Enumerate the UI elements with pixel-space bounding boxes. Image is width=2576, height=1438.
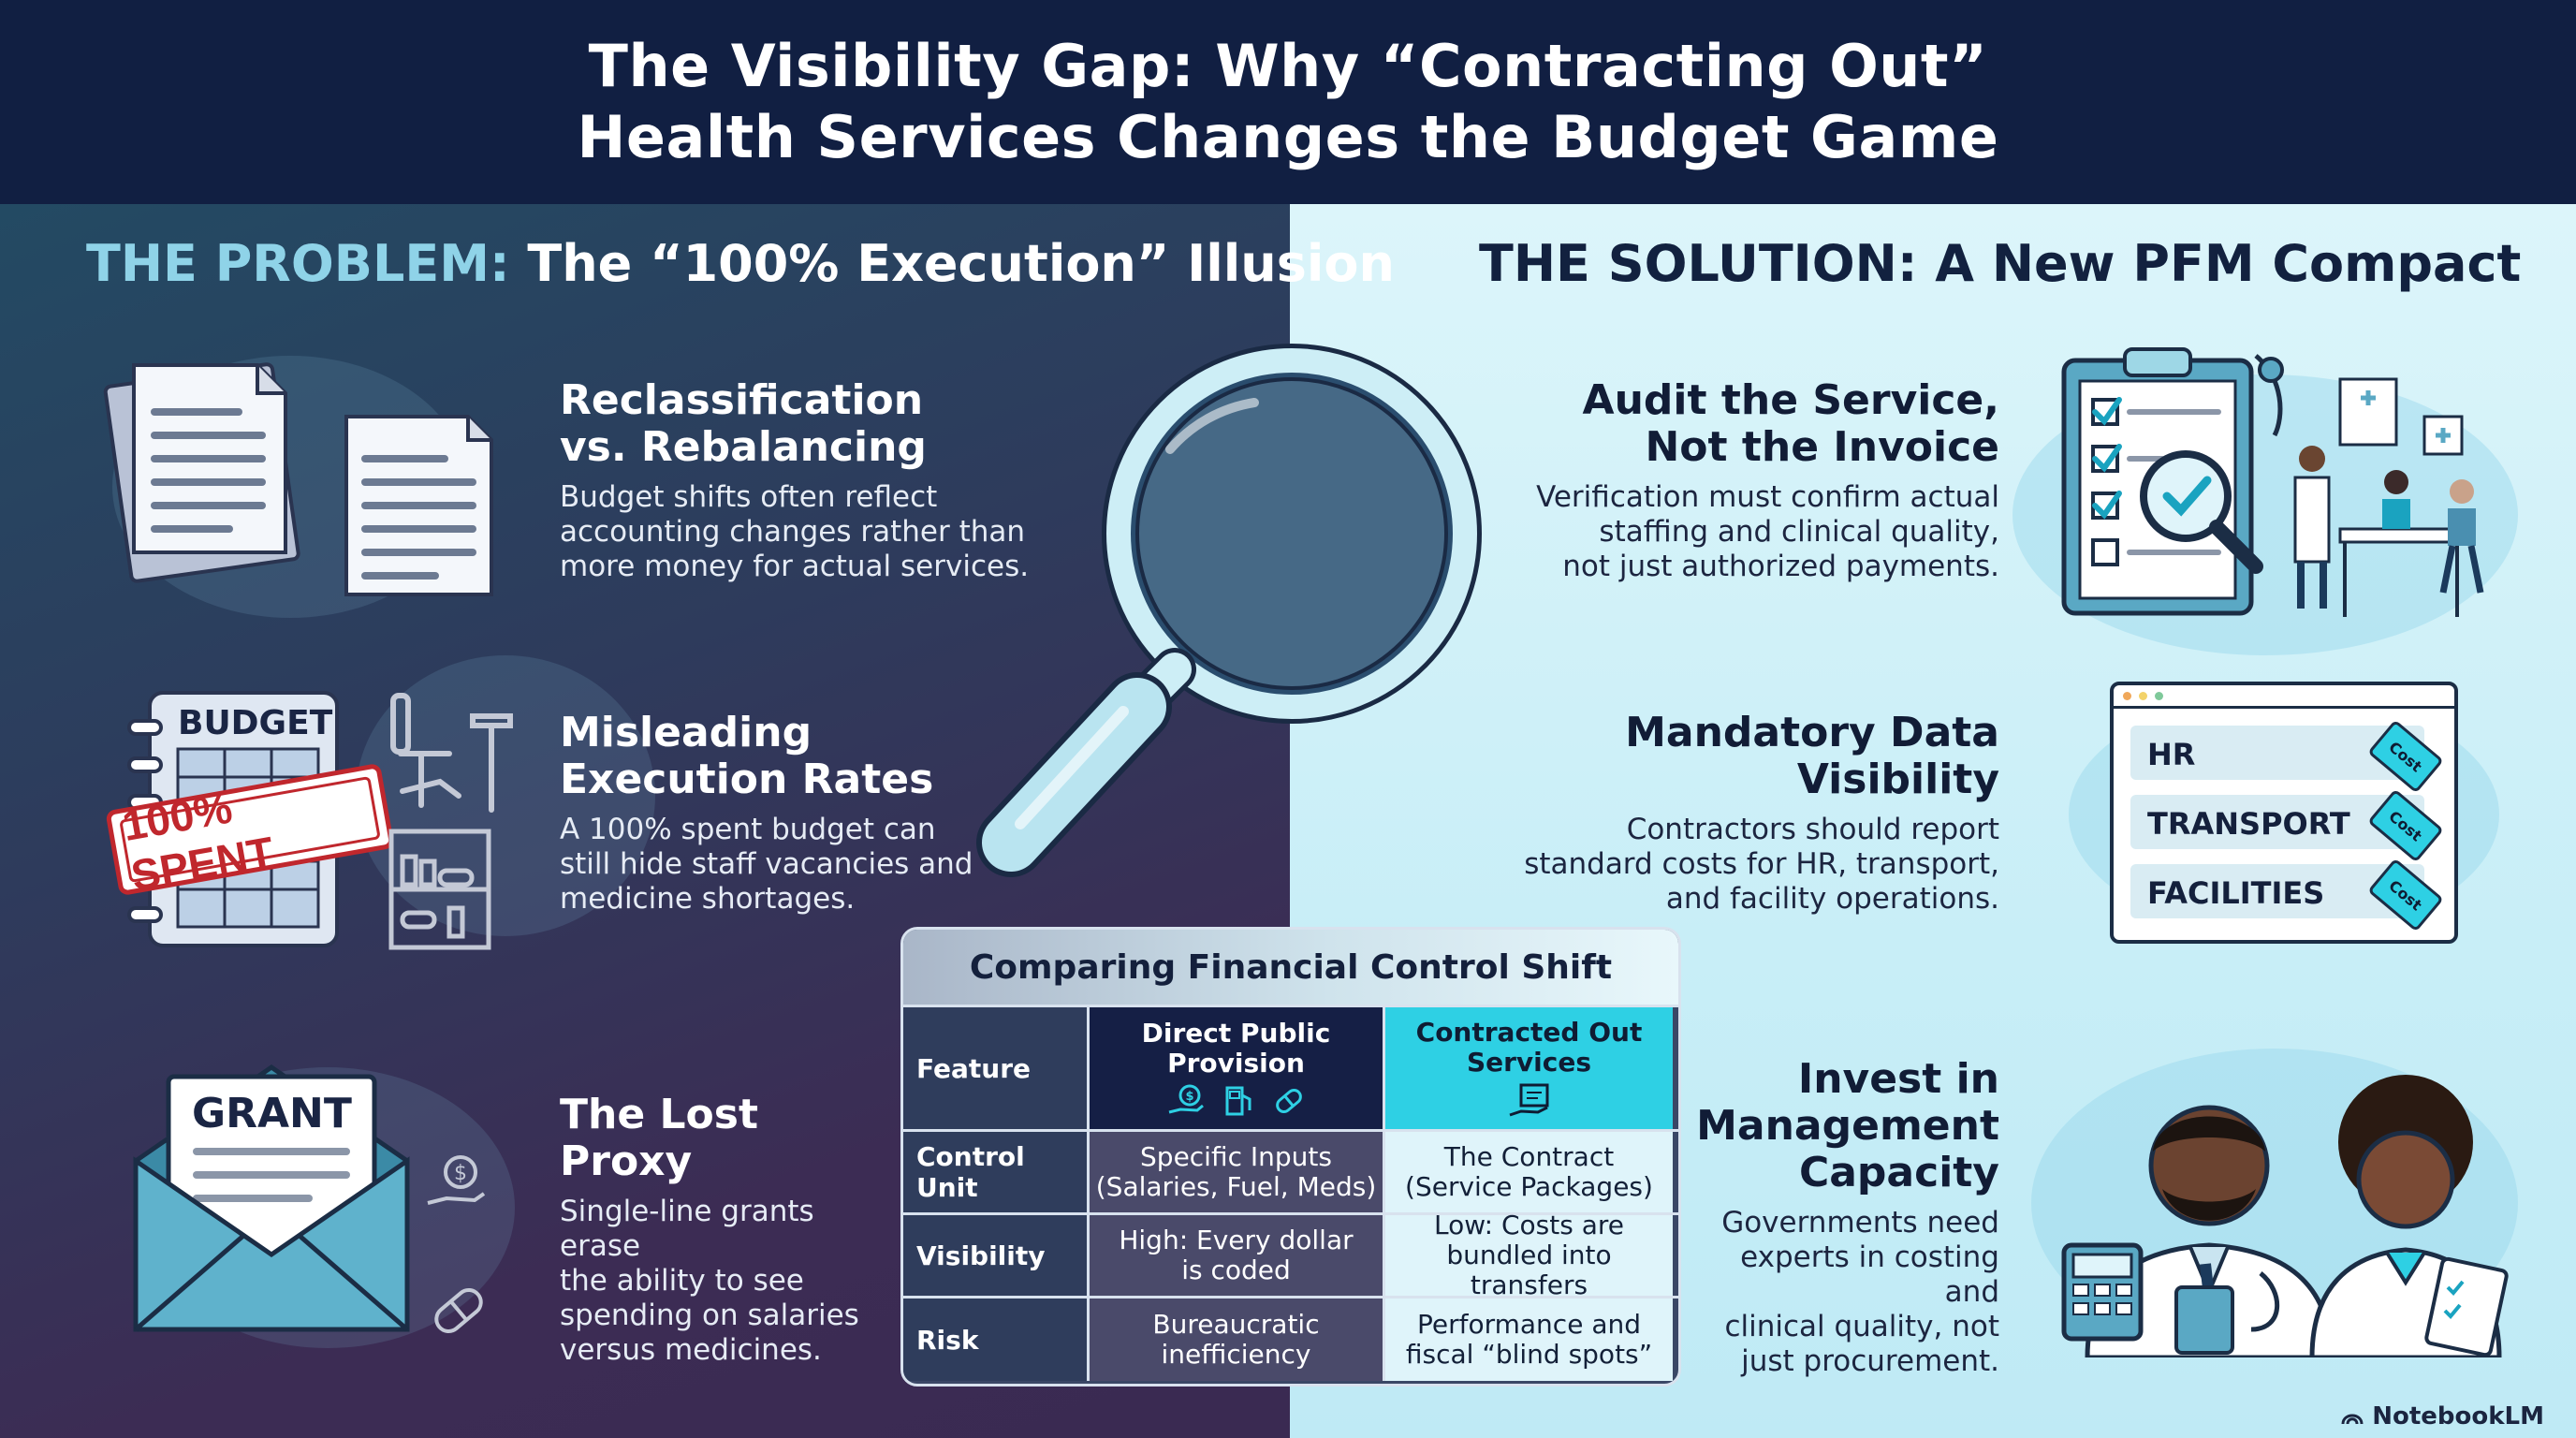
window-titlebar — [2114, 685, 2454, 709]
grant-label: GRANT — [192, 1090, 352, 1137]
table-header-contract: Contracted Out Services — [1383, 1007, 1673, 1129]
documents-icon — [103, 362, 493, 596]
table-cell-feature: Control Unit — [903, 1132, 1087, 1212]
table-header-row: Feature Direct Public Provision $ Contra… — [903, 1005, 1678, 1129]
window-dot-icon — [2123, 691, 2131, 700]
cost-row-facilities: FACILITIES Cost — [2130, 858, 2444, 932]
contract-hand-icon — [1509, 1083, 1548, 1117]
table-header-direct: Direct Public Provision $ — [1087, 1007, 1383, 1129]
budget-label: BUDGET — [178, 704, 333, 742]
cost-row-transport: TRANSPORT Cost — [2130, 788, 2444, 863]
problem-heading-text: The “100% Execution” Illusion — [527, 234, 1395, 293]
solution-item-audit: Audit the Service,Not the Invoice Verifi… — [1460, 377, 1999, 584]
solution-heading: THE SOLUTION: A New PFM Compact — [1479, 234, 2522, 293]
comparison-table: Comparing Financial Control Shift Featur… — [900, 927, 1681, 1387]
problem-item-title: The Lost Proxy — [560, 1091, 758, 1185]
table-title: Comparing Financial Control Shift — [903, 930, 1678, 1005]
table-row: Control Unit Specific Inputs(Salaries, F… — [903, 1129, 1678, 1212]
grant-envelope-icon — [133, 1064, 410, 1332]
notebooklm-logo-icon — [2341, 1414, 2364, 1425]
cost-row-label: TRANSPORT — [2147, 806, 2350, 842]
dollar-hand-icon: $ — [1168, 1084, 1204, 1114]
pill-icon — [434, 1288, 483, 1333]
fuel-pump-icon — [1225, 1086, 1251, 1116]
svg-text:$: $ — [1185, 1090, 1193, 1104]
magnifying-glass-icon — [976, 344, 1482, 877]
svg-text:$: $ — [454, 1162, 467, 1185]
cost-row-label: HR — [2147, 737, 2196, 772]
window-dot-icon — [2139, 691, 2147, 700]
problem-heading-accent: THE PROBLEM: — [86, 234, 510, 293]
brand-name: NotebookLM — [2372, 1402, 2544, 1431]
page-title-line-1: The Visibility Gap: Why “Contracting Out… — [588, 32, 1988, 100]
dollar-hand-icon: $ — [427, 1155, 486, 1205]
window-dot-icon — [2155, 691, 2163, 700]
health-experts-icon — [2061, 1075, 2509, 1357]
audit-clipboard-icon — [2061, 347, 2484, 617]
title-banner: The Visibility Gap: Why “Contracting Out… — [0, 0, 2576, 204]
table-cell-feature: Visibility — [903, 1215, 1087, 1296]
page-title-line-2: Health Services Changes the Budget Game — [577, 103, 1999, 171]
cost-row-hr: HR Cost — [2130, 719, 2444, 794]
empty-shelf-icon — [388, 829, 491, 950]
table-cell-feature: Risk — [903, 1299, 1087, 1381]
solution-item-title: Audit the Service,Not the Invoice — [1582, 376, 1999, 471]
table-cell-direct: Specific Inputs(Salaries, Fuel, Meds) — [1087, 1132, 1383, 1212]
table-header-feature: Feature — [903, 1007, 1087, 1129]
pill-icon — [1275, 1089, 1302, 1113]
empty-chair-icon — [390, 693, 513, 813]
table-cell-contract: The Contract(Service Packages) — [1383, 1132, 1673, 1212]
problem-heading: THE PROBLEM: The “100% Execution” Illusi… — [86, 234, 1395, 293]
cost-row-label: FACILITIES — [2147, 875, 2325, 911]
brand-watermark: NotebookLM — [2340, 1402, 2544, 1431]
